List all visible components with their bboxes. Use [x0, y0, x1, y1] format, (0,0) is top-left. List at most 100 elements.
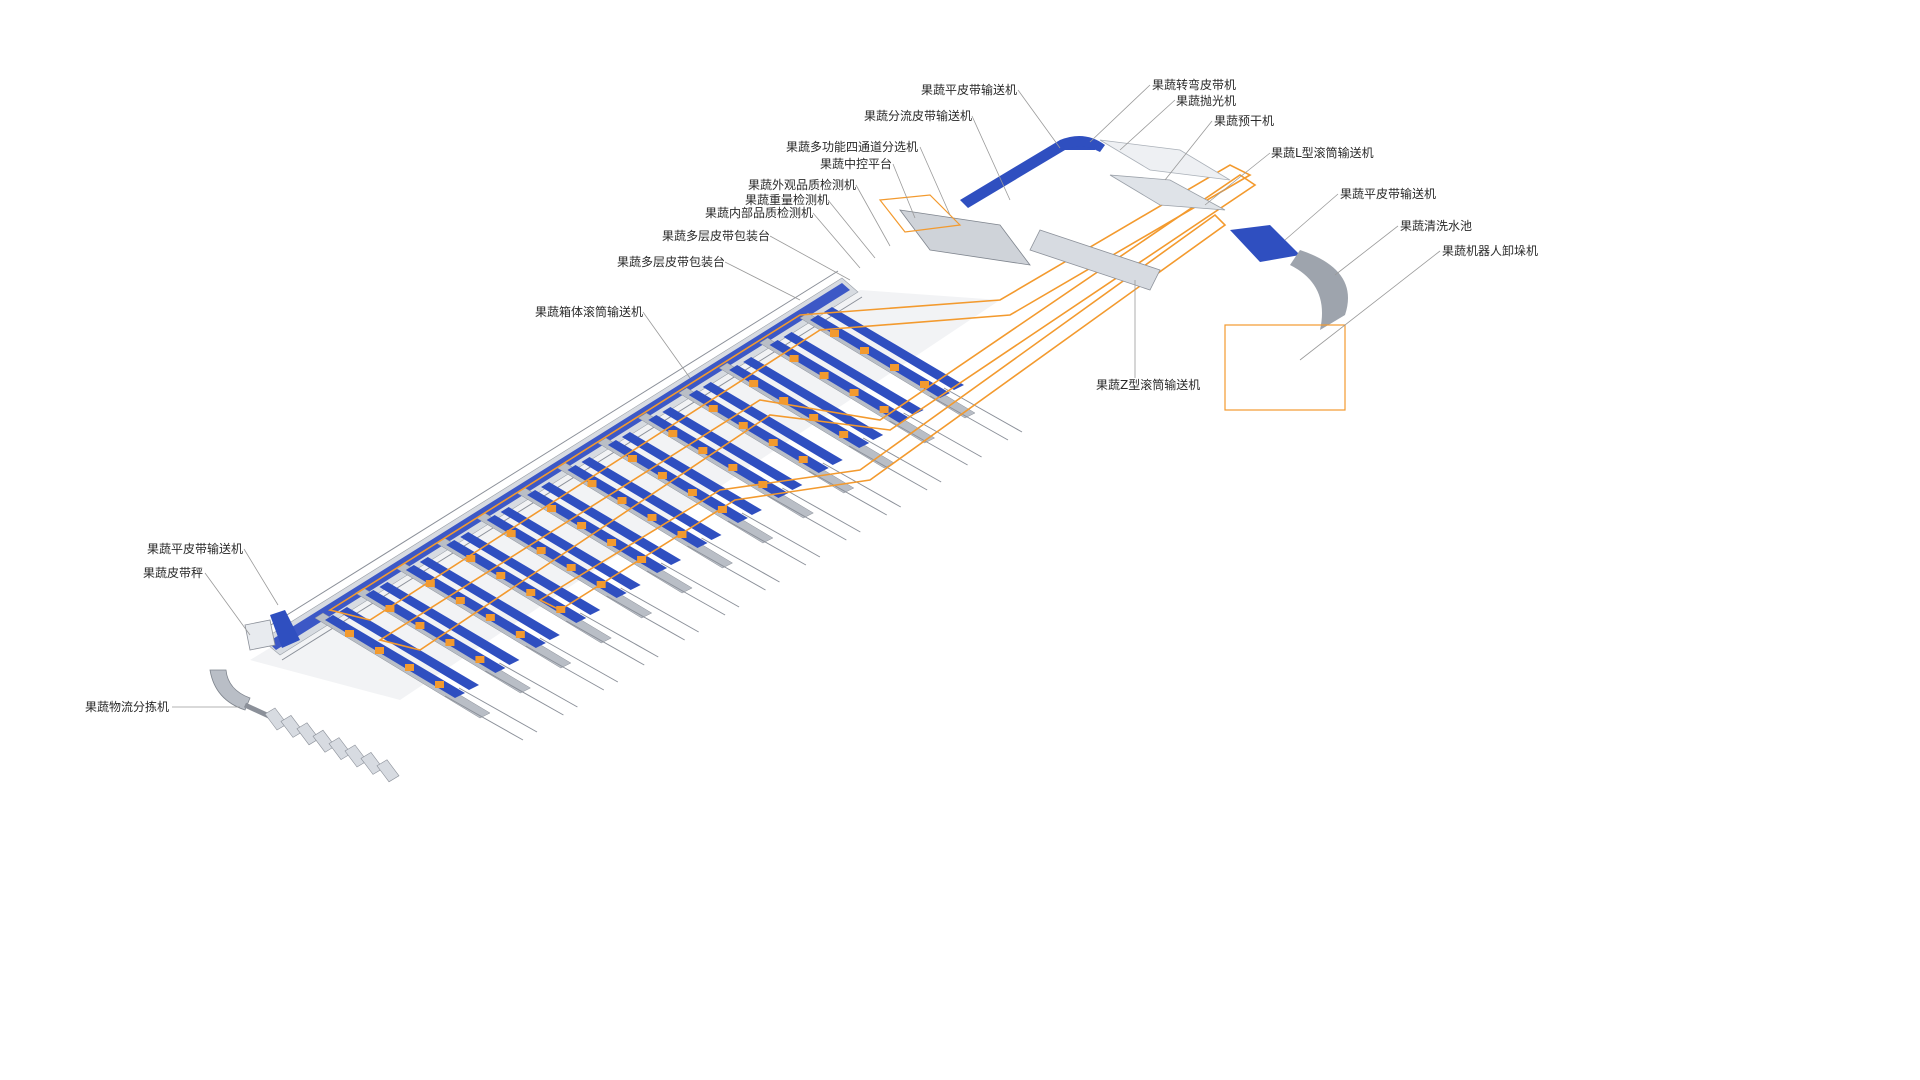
leader-line [243, 548, 279, 606]
station-orange-module [526, 589, 536, 596]
trunk-rail-upper [257, 270, 839, 634]
label-control-platform: 果蔬中控平台 [820, 157, 893, 171]
station-blue-belt [446, 540, 587, 623]
left-flat-belt [270, 610, 300, 648]
label-leader-lines [172, 84, 1441, 708]
label-weight-inspector: 果蔬重量检测机 [745, 193, 830, 207]
station-blue-belt [460, 532, 601, 615]
station-orange-module [839, 431, 849, 438]
upper-blue-belt [960, 140, 1095, 208]
leader-line [1204, 152, 1271, 206]
packing-station [597, 432, 821, 566]
station-orange-module [385, 605, 395, 612]
station-roller-rail [903, 412, 982, 458]
orange-route-loop-2 [377, 174, 1257, 651]
station-roller-rail [943, 387, 1023, 433]
packing-station [799, 307, 1023, 441]
station-orange-module [809, 414, 819, 421]
station-roller-rail [444, 695, 524, 741]
station-orange-module [455, 597, 465, 604]
leader-line [855, 184, 891, 247]
label-multi-belt-pack-1: 果蔬多层皮带包装台 [662, 229, 771, 243]
label-split-belt: 果蔬分流皮带输送机 [864, 109, 973, 123]
station-roller-rail [701, 537, 780, 583]
label-logistics-sorter: 果蔬物流分拣机 [85, 700, 170, 714]
station-orange-module [587, 480, 597, 487]
robot-cell-fence [1224, 324, 1346, 411]
sorter-chute [328, 737, 352, 760]
station-orange-module [466, 555, 476, 562]
label-wash-pool: 果蔬清洗水池 [1400, 219, 1473, 233]
production-line-diagram: 果蔬平皮带输送机 果蔬转弯皮带机 果蔬抛光机 果蔬分流皮带输送机 果蔬预干机 果… [85, 78, 1538, 783]
right-flat-belt [1230, 225, 1300, 262]
station-blue-belt [702, 382, 843, 465]
upper-processing-line [878, 136, 1348, 411]
production-line-illustration [172, 84, 1441, 783]
station-roller-rail [646, 570, 726, 616]
sorter-chutes [243, 702, 400, 783]
station-orange-module [677, 531, 687, 538]
station-blue-belt [769, 340, 910, 423]
station-orange-module [506, 530, 516, 537]
station-roller-rail [566, 620, 645, 666]
station-roller-rail [660, 562, 740, 608]
station-roller-rail [606, 595, 685, 641]
label-belt-scale: 果蔬皮带秤 [143, 566, 204, 580]
station-orange-module [698, 447, 708, 454]
lower-left-outfeed [209, 610, 400, 783]
station-orange-module [708, 405, 718, 412]
pre-dryer-unit [1109, 174, 1226, 211]
station-blue-belt [648, 415, 789, 498]
station-orange-module [890, 364, 899, 371]
sorter-chute [296, 722, 320, 746]
station-blue-belt [419, 557, 560, 640]
station-orange-module [668, 430, 678, 437]
station-blue-belt [688, 390, 829, 473]
station-orange-module [687, 489, 697, 496]
station-roller-rail [458, 687, 538, 733]
label-flat-belt-top: 果蔬平皮带输送机 [921, 83, 1018, 97]
station-orange-module [375, 647, 384, 654]
station-orange-module [849, 389, 859, 396]
station-orange-module [789, 355, 799, 362]
station-orange-module [405, 664, 414, 671]
station-blue-belt [824, 307, 964, 390]
leader-line [724, 261, 801, 301]
label-internal-inspector: 果蔬内部品质检测机 [705, 206, 814, 220]
label-l-roller: 果蔬L型滚筒输送机 [1271, 146, 1374, 160]
orange-route-loop-3 [538, 213, 1227, 611]
packing-station [314, 607, 538, 741]
station-blue-belt [567, 465, 708, 548]
label-flat-belt-right: 果蔬平皮带输送机 [1340, 187, 1437, 201]
station-roller-rail [499, 662, 578, 708]
label-z-roller: 果蔬Z型滚筒输送机 [1096, 378, 1201, 392]
station-orange-module [860, 347, 869, 354]
station-orange-module [920, 381, 929, 388]
station-orange-module [345, 630, 354, 637]
station-orange-module [627, 455, 637, 462]
station-roller-rail [848, 445, 928, 491]
station-orange-module [485, 614, 495, 621]
station-orange-module [536, 547, 546, 554]
station-roller-rail [741, 512, 821, 558]
sorter-chute [264, 707, 288, 731]
leader-line [919, 146, 951, 216]
station-roller-rail [539, 637, 619, 683]
station-orange-module [657, 472, 667, 479]
leader-line [769, 235, 851, 281]
sorter-chute [360, 752, 384, 775]
station-blue-belt [325, 615, 465, 698]
station-orange-module [728, 464, 738, 471]
leader-line [1089, 84, 1151, 143]
leader-line [827, 199, 876, 259]
station-blue-belt [365, 590, 506, 673]
station-orange-module [830, 330, 839, 337]
packing-station [435, 532, 659, 666]
station-orange-module [566, 564, 576, 571]
station-roller-rail [782, 487, 861, 533]
leader-line [1334, 225, 1399, 276]
station-blue-belt [581, 457, 722, 540]
station-blue-belt [405, 565, 546, 648]
station-roller-rail [580, 612, 659, 658]
packing-station [354, 582, 578, 716]
